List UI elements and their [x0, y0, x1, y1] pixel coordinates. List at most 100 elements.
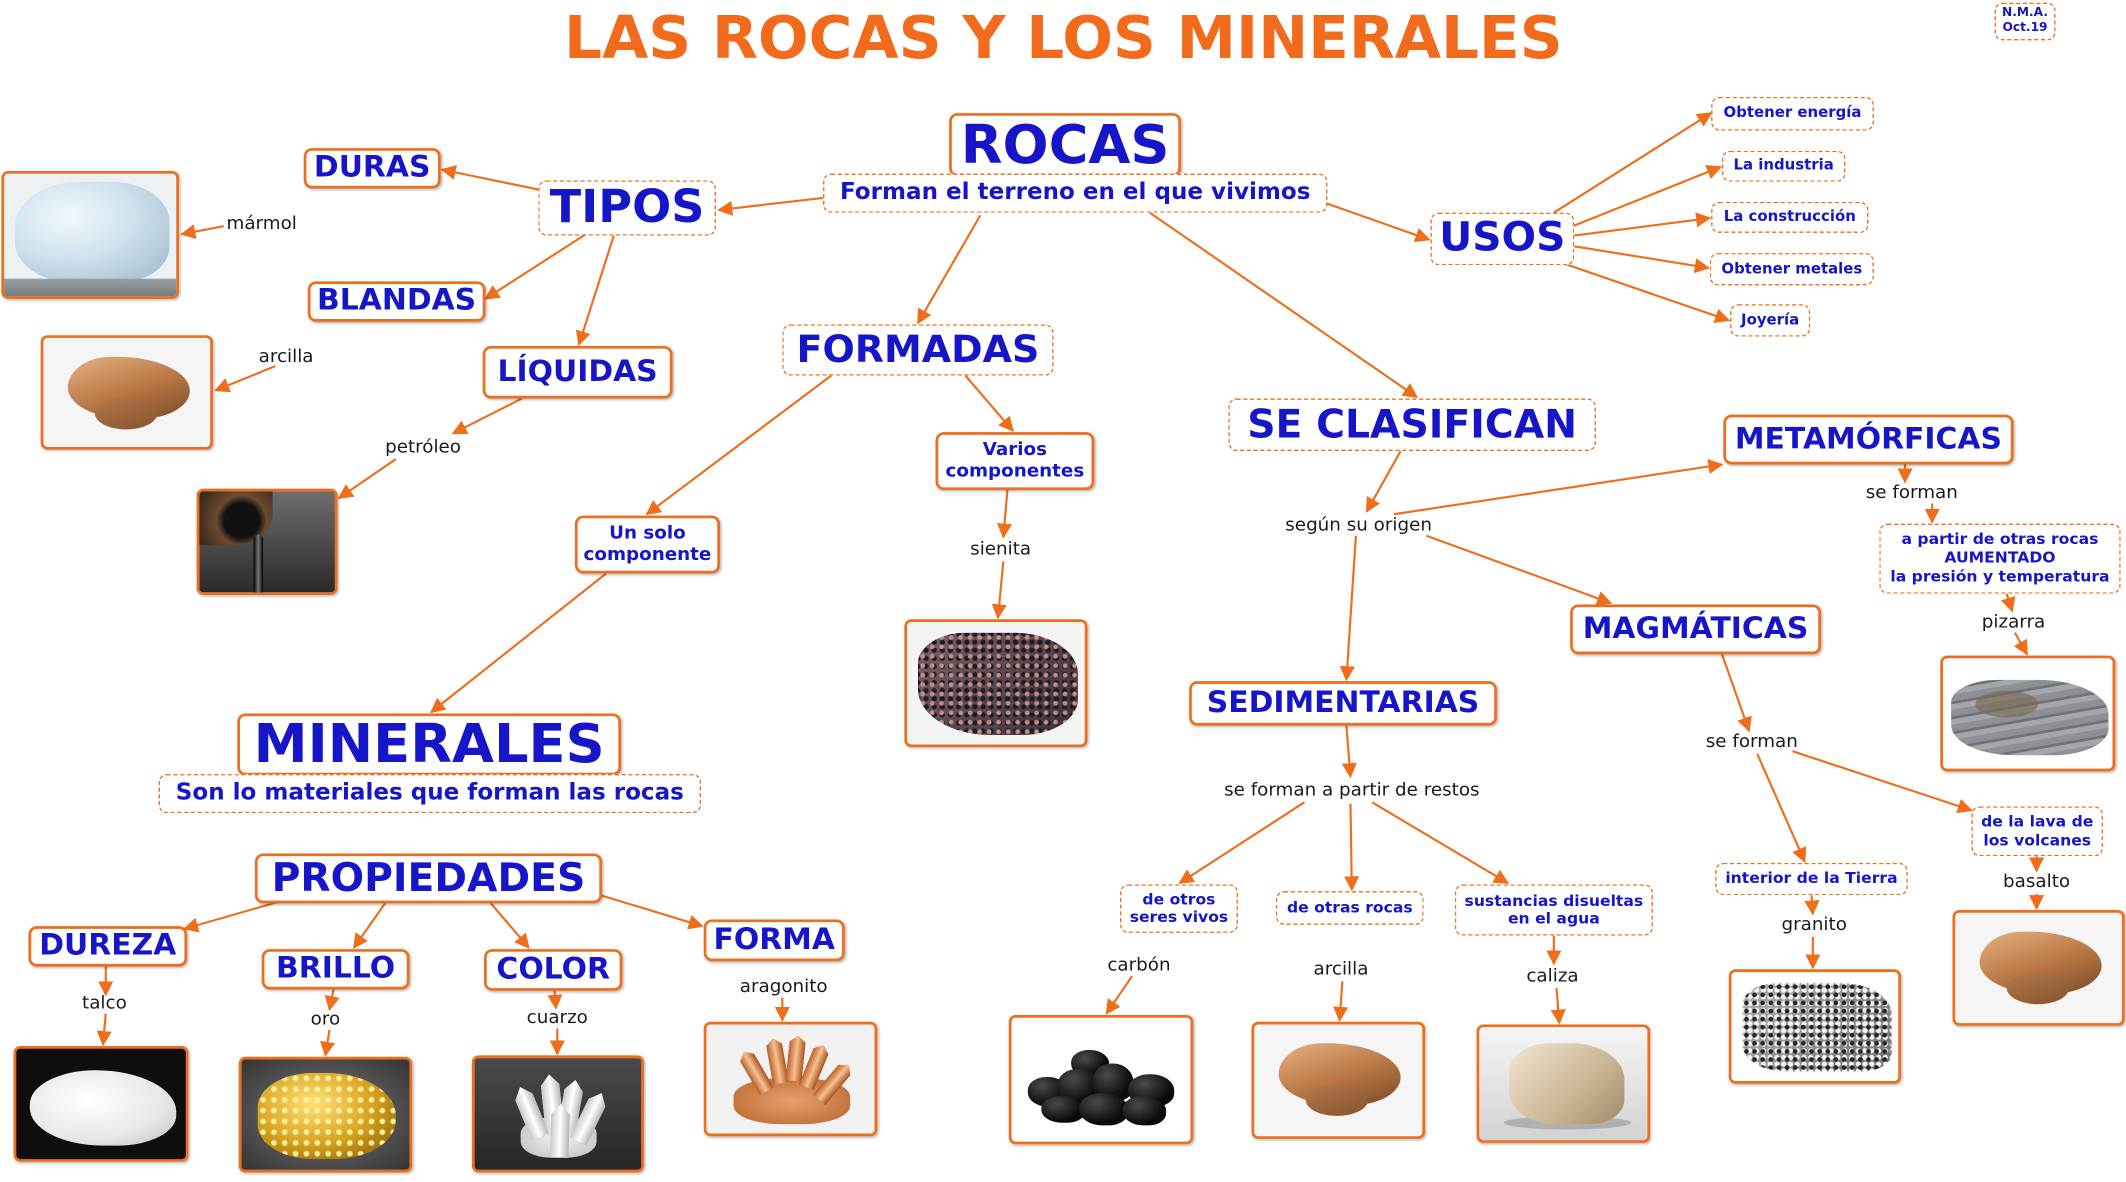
magmaticas-verb: se forman — [1705, 730, 1798, 753]
arrow-tipos-duras — [440, 165, 540, 191]
magmaticas-node: MAGMÁTICAS — [1570, 604, 1821, 655]
origin-otras-rocas: de otras rocas — [1275, 891, 1424, 925]
minerales-definition: Son lo materiales que forman las rocas — [158, 774, 702, 814]
arrow-origen-metamorficas — [1393, 459, 1724, 516]
minerales-node: MINERALES — [237, 713, 622, 776]
origin-seres-vivos-line-2: seres vivos — [1129, 907, 1229, 927]
un-solo-line-2: componente — [583, 543, 712, 565]
slate-rock-shape — [1951, 679, 2109, 756]
example-aragonito: aragonito — [739, 975, 828, 998]
arrow-petroleo-photo — [337, 458, 397, 499]
origin-sustancias-line-2: en el agua — [1507, 908, 1600, 928]
page-title: LAS ROCAS Y LOS MINERALES — [564, 4, 1563, 73]
author-tag: N.M.A. Oct.19 — [1994, 2, 2056, 41]
tipos-node: TIPOS — [538, 180, 716, 236]
arrow-rocas-formadas — [917, 214, 982, 325]
origin-seres-vivos: de otros seres vivos — [1119, 884, 1238, 933]
clay-rock-shape-lower — [94, 397, 158, 430]
dureza-node: DUREZA — [28, 926, 188, 967]
basalto-photo — [1952, 910, 2125, 1026]
arrow-se-forman-interior — [1756, 753, 1807, 863]
arrow-carbon-photo — [1105, 975, 1134, 1015]
example-oro: oro — [310, 1008, 341, 1030]
un-solo-componente-node: Un solo componente — [574, 515, 720, 574]
se-clasifican-node: SE CLASIFICAN — [1228, 398, 1596, 451]
arrow-magmaticas-se-forman — [1720, 653, 1752, 733]
arrow-liquidas-petroleo — [451, 397, 523, 435]
pizarra-photo — [1940, 655, 2116, 772]
example-cuarzo: cuarzo — [526, 1006, 588, 1029]
author-initials: N.M.A. — [2002, 7, 2049, 21]
formadas-node: FORMADAS — [782, 324, 1054, 376]
arrow-rocas-se-clasifican — [1149, 211, 1419, 399]
uso-obtener-metales: Obtener metales — [1709, 253, 1874, 286]
arrow-talco-photo — [96, 1013, 112, 1047]
arrow-usos-industria — [1572, 165, 1723, 228]
arrow-desc-pizarra — [2000, 593, 2016, 613]
varios-componentes-node: Varios componentes — [935, 432, 1095, 491]
origin-lava-line-1: de la lava de — [1981, 812, 2094, 831]
limestone-rock-shape — [1509, 1043, 1625, 1125]
metamorficas-node: METAMÓRFICAS — [1723, 414, 2014, 465]
cuarzo-photo — [471, 1055, 645, 1173]
arrow-tipos-liquidas — [575, 233, 616, 347]
arrow-propiedades-forma — [600, 894, 704, 930]
color-node: COLOR — [484, 949, 623, 991]
coal-lump — [1079, 1093, 1129, 1126]
propiedades-node: PROPIEDADES — [254, 853, 603, 904]
arrow-tipos-blandas — [484, 233, 587, 300]
arrow-propiedades-dureza — [182, 900, 279, 933]
metamorficas-desc: a partir de otras rocas AUMENTADO la pre… — [1879, 523, 2121, 594]
granite-rock-shape — [1742, 982, 1892, 1072]
sienita-photo — [904, 619, 1088, 748]
origin-lava-line-2: los volcanes — [1983, 829, 2092, 849]
example-arcilla: arcilla — [258, 345, 314, 368]
sienita-rock-shape — [917, 632, 1078, 736]
arrow-oro-photo — [320, 1029, 336, 1057]
arrow-propiedades-brillo — [353, 902, 386, 949]
origin-seres-vivos-line-1: de otros — [1142, 889, 1216, 909]
metamorficas-verb: se forman — [1865, 481, 1958, 504]
example-pizarra: pizarra — [1981, 611, 2046, 633]
arrow-color-cuarzo — [547, 990, 563, 1010]
origin-otras-rocas-line-1: de otras rocas — [1286, 897, 1413, 917]
arrow-interior-granito — [1804, 895, 1820, 916]
marble-rock-shape — [14, 181, 170, 282]
origin-interior-tierra: interior de la Tierra — [1715, 862, 1908, 896]
sedimentarias-verb: se forman a partir de restos — [1224, 779, 1480, 801]
petroleo-photo — [196, 488, 338, 596]
author-date: Oct.19 — [2002, 21, 2048, 36]
arcilla-photo — [40, 335, 213, 450]
arrow-usos-construccion — [1574, 212, 1712, 237]
example-petroleo: petróleo — [385, 436, 462, 458]
arrow-rocas-usos — [1325, 202, 1431, 243]
arrow-propiedades-color — [490, 902, 530, 949]
criterion-origen: según su origen — [1285, 514, 1432, 536]
oil-drip-shape — [253, 534, 264, 593]
oro-photo — [238, 1056, 413, 1173]
gold-nugget-shape — [257, 1072, 396, 1160]
arrow-sienita-photo — [991, 561, 1007, 620]
metamorficas-desc-line-2: AUMENTADO — [1944, 548, 2056, 567]
example-basalto: basalto — [2003, 870, 2071, 893]
sedimentarias-node: SEDIMENTARIAS — [1189, 681, 1497, 726]
talco-photo — [13, 1045, 189, 1162]
example-granito: granito — [1781, 914, 1847, 936]
marble-base-shape — [4, 278, 177, 297]
basalt-rock-shape-lower — [2006, 971, 2070, 1005]
forma-node: FORMA — [703, 919, 845, 962]
example-sienita: sienita — [970, 538, 1032, 561]
arrow-restos-otras-rocas — [1344, 803, 1360, 892]
arrow-pizarra-photo — [2013, 632, 2029, 656]
aragonite-crystal — [765, 1037, 789, 1085]
arrow-se-forman-lava — [1792, 750, 1973, 814]
arrow-varios-sienita — [996, 489, 1013, 539]
arrow-brillo-oro — [324, 989, 340, 1012]
arrow-usos-metales — [1574, 245, 1710, 274]
metamorficas-desc-line-1: a partir de otras rocas — [1901, 529, 2099, 549]
origin-lava-volcanes: de la lava de los volcanes — [1971, 806, 2104, 857]
uso-industria: La industria — [1721, 150, 1846, 182]
arcilla-sedimentaria-photo — [1251, 1021, 1426, 1139]
arrow-formadas-un-solo — [645, 374, 832, 516]
